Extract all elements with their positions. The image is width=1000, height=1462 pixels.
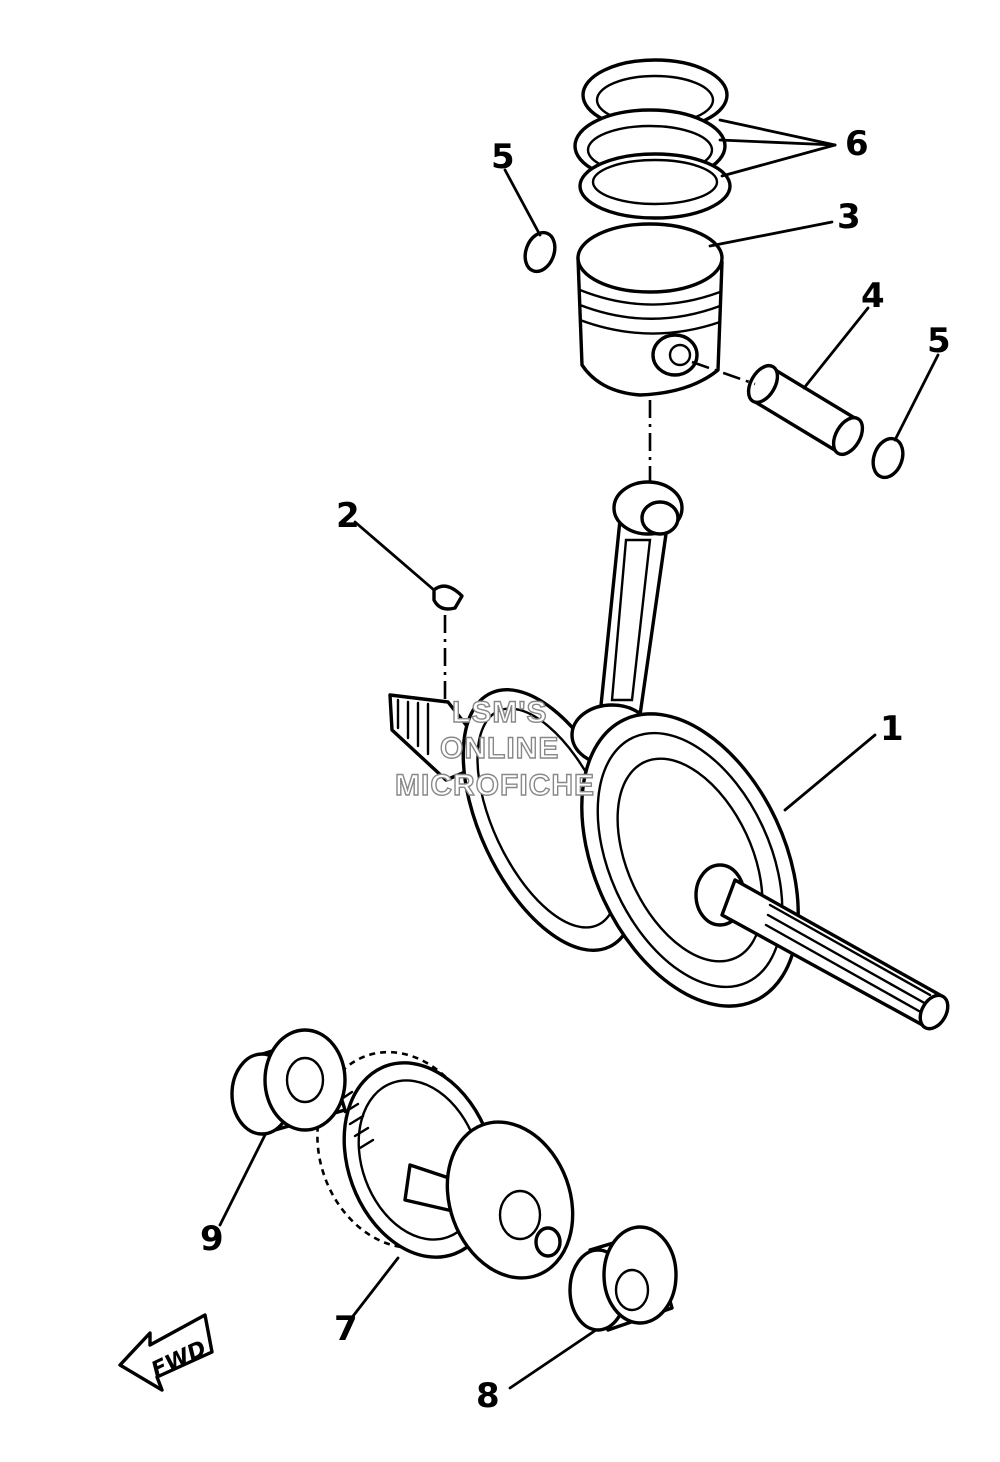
forward-direction-arrow: FWD (118, 1313, 214, 1392)
circlip-left (523, 230, 557, 274)
woodruff-key (432, 584, 464, 611)
callout-9: 9 (200, 1219, 224, 1259)
callout-3: 3 (837, 197, 861, 237)
callout-8: 8 (476, 1376, 500, 1416)
callout-5-left: 5 (491, 137, 515, 177)
callout-4: 4 (861, 276, 885, 316)
watermark: LSM'S ONLINE MICROFICHE (394, 695, 595, 802)
circlip-right (871, 436, 905, 480)
callout-6: 6 (845, 124, 869, 164)
piston-pin (746, 363, 865, 457)
callout-7: 7 (334, 1309, 358, 1349)
bearing-9 (230, 1028, 347, 1136)
watermark-line-1: LSM'S (452, 696, 547, 729)
bearing-8 (568, 1225, 678, 1332)
piston-rings (573, 58, 732, 220)
watermark-line-3: MICROFICHE (395, 769, 595, 802)
callout-2: 2 (336, 496, 360, 536)
watermark-line-2: ONLINE (440, 732, 559, 765)
callout-1: 1 (880, 709, 904, 749)
crankshaft-assembly (388, 480, 950, 1031)
piston (576, 222, 724, 397)
callout-5-right: 5 (927, 321, 951, 361)
balancer-shaft (316, 1050, 575, 1280)
